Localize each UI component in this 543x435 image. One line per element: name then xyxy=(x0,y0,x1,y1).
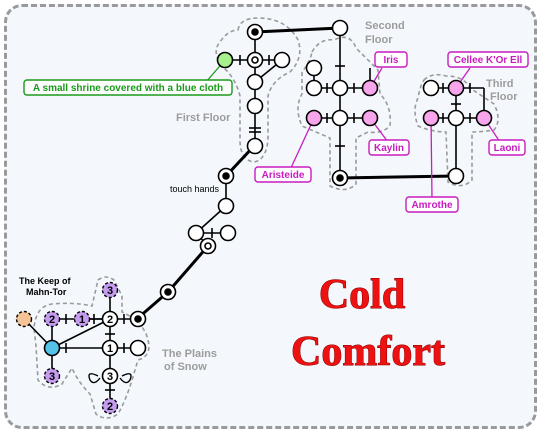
second-floor-outline xyxy=(297,36,392,191)
keep-room xyxy=(43,339,61,357)
touch-hands-label: touch hands xyxy=(170,184,220,194)
area-label-third-floor: Third Floor xyxy=(486,78,518,103)
area-label-second-floor: Second Floor xyxy=(365,20,408,46)
third-floor-outline xyxy=(414,73,499,187)
shrine-label: A small shrine covered with a blue cloth xyxy=(33,83,223,94)
npc-label-laoni: Laoni xyxy=(494,143,521,154)
area-label-line: of Snow xyxy=(164,361,207,373)
npc-label-cellee: Cellee K'Or Ell xyxy=(454,55,523,66)
purple-room-number: 1 xyxy=(79,314,85,326)
room-number-3: 3 xyxy=(107,371,113,383)
room-number-1: 1 xyxy=(107,343,113,355)
npc-label-kaylin: Kaylin xyxy=(374,143,404,154)
area-label-line: Mahn-Tor xyxy=(26,287,67,297)
area-label-line: Floor xyxy=(490,91,518,103)
area-label-line: The Plains xyxy=(162,348,217,360)
map-title-line2: Comfort xyxy=(291,329,445,375)
area-label-line: Floor xyxy=(365,34,393,46)
first-floor-outline xyxy=(215,17,301,163)
purple-room-number: 2 xyxy=(107,401,113,413)
shrine-room xyxy=(216,51,234,69)
map-frame xyxy=(4,4,537,429)
shrine-label-box xyxy=(23,79,233,96)
area-label-line: Second xyxy=(365,20,405,32)
purple-room-number: 3 xyxy=(107,285,113,297)
npc-label-aristeide: Aristeide xyxy=(262,170,305,181)
room-number-2: 2 xyxy=(107,314,113,326)
plains-outline xyxy=(33,276,150,419)
area-label-line: The Keep of xyxy=(19,276,72,286)
area-label-plains: The Plains of Snow xyxy=(162,348,220,373)
purple-room-number: 3 xyxy=(49,371,55,383)
area-label-line: Third xyxy=(486,78,514,90)
map-title-line1: Cold xyxy=(319,272,405,318)
area-label-first-floor: First Floor xyxy=(176,112,231,124)
area-label-keep: The Keep of Mahn-Tor xyxy=(19,276,73,297)
npc-label-iris: Iris xyxy=(383,55,398,66)
purple-room-number: 2 xyxy=(49,314,55,326)
npc-label-amrothe: Amrothe xyxy=(411,200,453,211)
orange-room xyxy=(15,310,33,328)
